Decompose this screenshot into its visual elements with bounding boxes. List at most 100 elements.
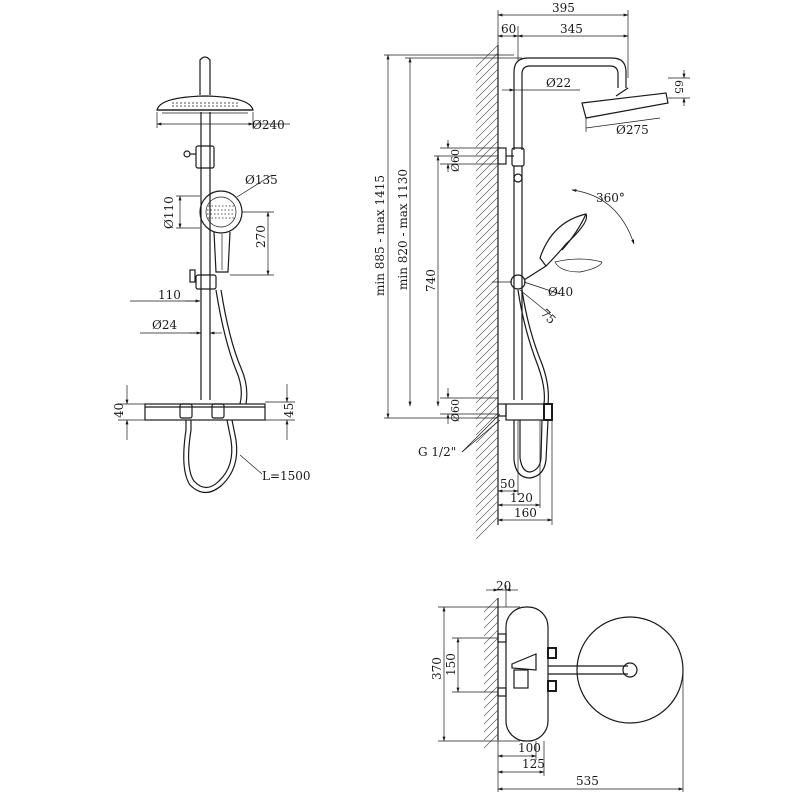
front-knob-left [179,403,193,419]
hatch-line [475,340,499,364]
hatch-line [475,68,499,92]
hatch-line [483,717,499,733]
hatch-line [475,428,499,452]
front-shelf-height-right: 45 [282,403,296,418]
hatch-line [483,669,499,685]
hatch-line [475,236,499,260]
hatch-line [475,180,499,204]
hatch-line [475,324,499,348]
hatch-line [475,196,499,220]
hatch-line [475,108,499,132]
hatch-line [475,332,499,356]
hatch-line [475,284,499,308]
side-holder [510,274,526,290]
hatch-line [475,260,499,284]
hatch-line [475,212,499,236]
front-diverter [195,145,215,169]
hatch-line [475,84,499,108]
hatch-line [475,300,499,324]
side-holder-height: 740 [424,269,438,292]
hatch-line [475,364,499,388]
hatch-line [475,268,499,292]
hatch-line [475,60,499,84]
hatch-line [483,621,499,637]
side-thermostat [505,403,545,421]
hatch-line [475,492,499,516]
side-height-outer: min 885 - max 1415 [373,175,387,296]
hatch-line [475,132,499,156]
hatch-line [483,613,499,629]
hatch-line [475,220,499,244]
side-rotation: 360° [596,191,625,205]
hatch-line [483,685,499,701]
hatch-line [475,308,499,332]
side-inlet-diameter: Ø60 [449,399,462,422]
side-depth-1: 50 [500,477,515,491]
top-head-shower [576,616,684,724]
hatch-line [483,597,499,613]
hatch-line [483,637,499,653]
hatch-line [475,244,499,268]
hatch-line [483,661,499,677]
hatch-line [483,653,499,669]
front-holder-offset: 110 [158,288,181,302]
front-hand-height: 270 [254,225,268,248]
hatch-line [475,356,499,380]
hatch-line [483,629,499,645]
hatch-line [483,725,499,741]
front-view: Ø240 Ø135 Ø110 270 [112,56,311,494]
side-top-bracket [497,147,507,165]
hatch-line [475,116,499,140]
hatch-line [483,709,499,725]
hatch-line [475,468,499,492]
side-depth-2: 120 [510,491,533,505]
hatch-line [475,252,499,276]
hatch-line [475,76,499,100]
side-total-width: 395 [552,1,575,15]
front-pipe-diameter: Ø24 [152,318,177,332]
hatch-line [475,52,499,76]
front-slider [195,274,217,290]
hatch-line [483,645,499,661]
side-arm-length: 345 [560,22,583,36]
hatch-line [483,701,499,717]
hatch-line [475,276,499,300]
front-head-shower [156,95,254,111]
top-total-depth: 535 [576,774,599,788]
side-head-shower [581,92,669,119]
side-holder-diameter: Ø40 [548,285,573,299]
hatch-line [475,348,499,372]
hatch-line [475,412,499,436]
hatch-line [475,476,499,500]
side-head-thickness: 65 [672,80,685,94]
side-wall-offset: 60 [501,22,516,36]
hatch-line [475,516,499,540]
hatch-line [483,605,499,621]
hatch-line [483,693,499,709]
side-depth-3: 160 [514,506,537,520]
hatch-line [475,188,499,212]
front-shelf [144,403,266,421]
hatch-line [475,452,499,476]
hatch-line [475,140,499,164]
top-inlet-spacing: 150 [444,653,458,676]
hatch-line [475,436,499,460]
hatch-line [475,404,499,428]
hatch-line [475,164,499,188]
front-shelf-height-left: 40 [112,403,126,418]
hatch-line [475,92,499,116]
top-wall-gap: 20 [496,579,511,593]
front-hand-inner: Ø110 [162,196,176,229]
hatch-line [475,396,499,420]
side-inlet-thread: G 1/2" [418,445,456,459]
hatch-line [475,500,499,524]
side-arm-diameter: Ø22 [546,76,571,90]
top-wall-hatch [483,597,499,749]
side-bracket-diameter: Ø60 [449,149,462,172]
hatch-line [475,204,499,228]
side-holder-length: 75 [538,306,559,327]
front-hand-diameter: Ø135 [245,173,278,187]
hatch-line [475,100,499,124]
front-knob-right [211,403,225,419]
hatch-line [475,460,499,484]
